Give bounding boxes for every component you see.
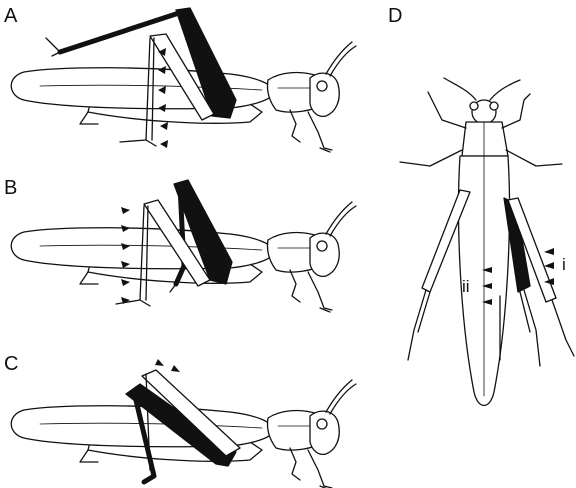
label-i: i <box>562 255 566 274</box>
grasshopper-a-body <box>11 42 356 152</box>
panel-a: A <box>4 5 356 152</box>
panel-c-label: C <box>4 353 18 375</box>
panel-d: D <box>388 5 574 406</box>
spine-arrows-c <box>155 359 180 372</box>
panel-b: B <box>4 177 356 312</box>
panel-a-label: A <box>4 5 18 27</box>
panel-c: C <box>4 353 356 488</box>
panel-d-label: D <box>388 5 402 27</box>
label-ii: ii <box>462 277 470 296</box>
panel-b-label: B <box>4 177 17 199</box>
pronotum-top <box>462 122 508 156</box>
